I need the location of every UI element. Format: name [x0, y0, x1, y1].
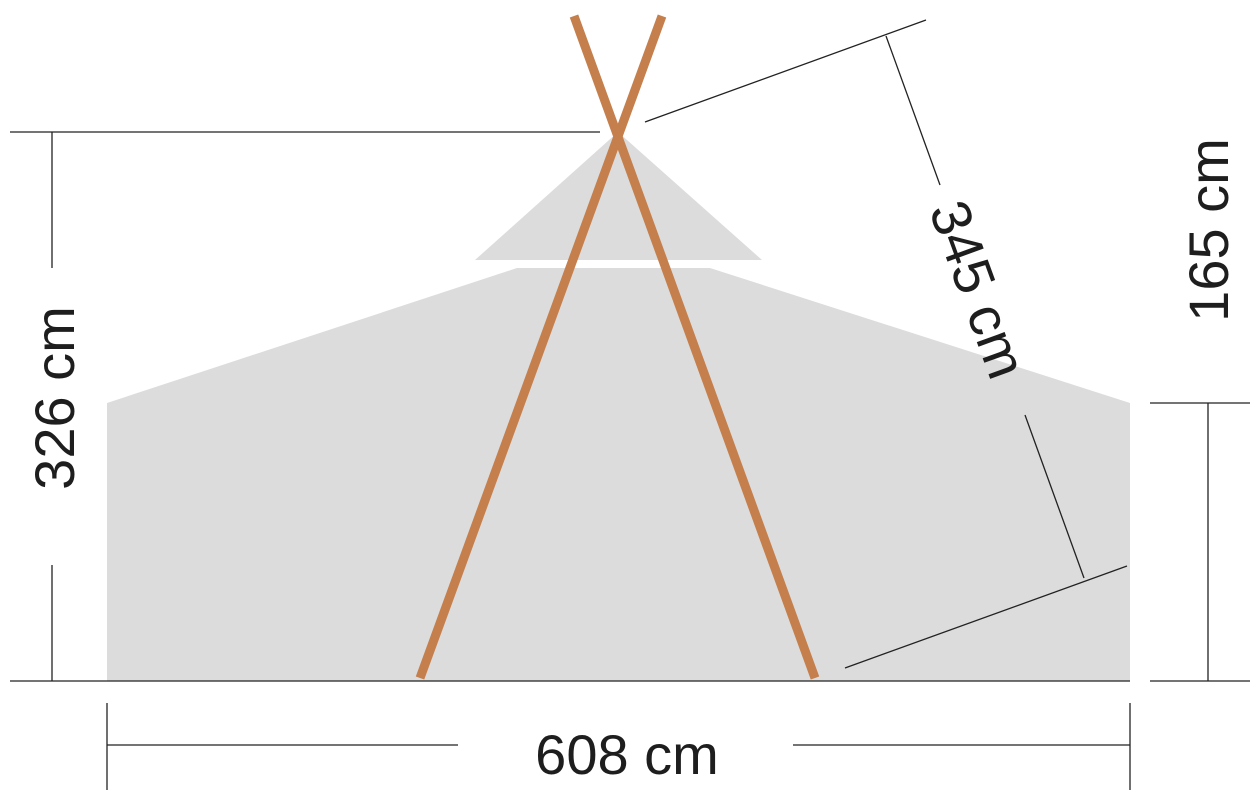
total-height-dimension: 326 cm [10, 131, 600, 681]
width-label: 608 cm [535, 723, 719, 786]
pole-left [415, 14, 667, 680]
pole-right [569, 14, 820, 680]
width-dimension: 608 cm [106, 703, 1131, 790]
wall-height-label: 165 cm [1177, 138, 1240, 322]
tent-upper-section [475, 132, 762, 260]
tent-lower-section [107, 268, 1130, 681]
total-height-label: 326 cm [23, 306, 86, 490]
wall-height-dimension: 165 cm [1150, 138, 1250, 682]
